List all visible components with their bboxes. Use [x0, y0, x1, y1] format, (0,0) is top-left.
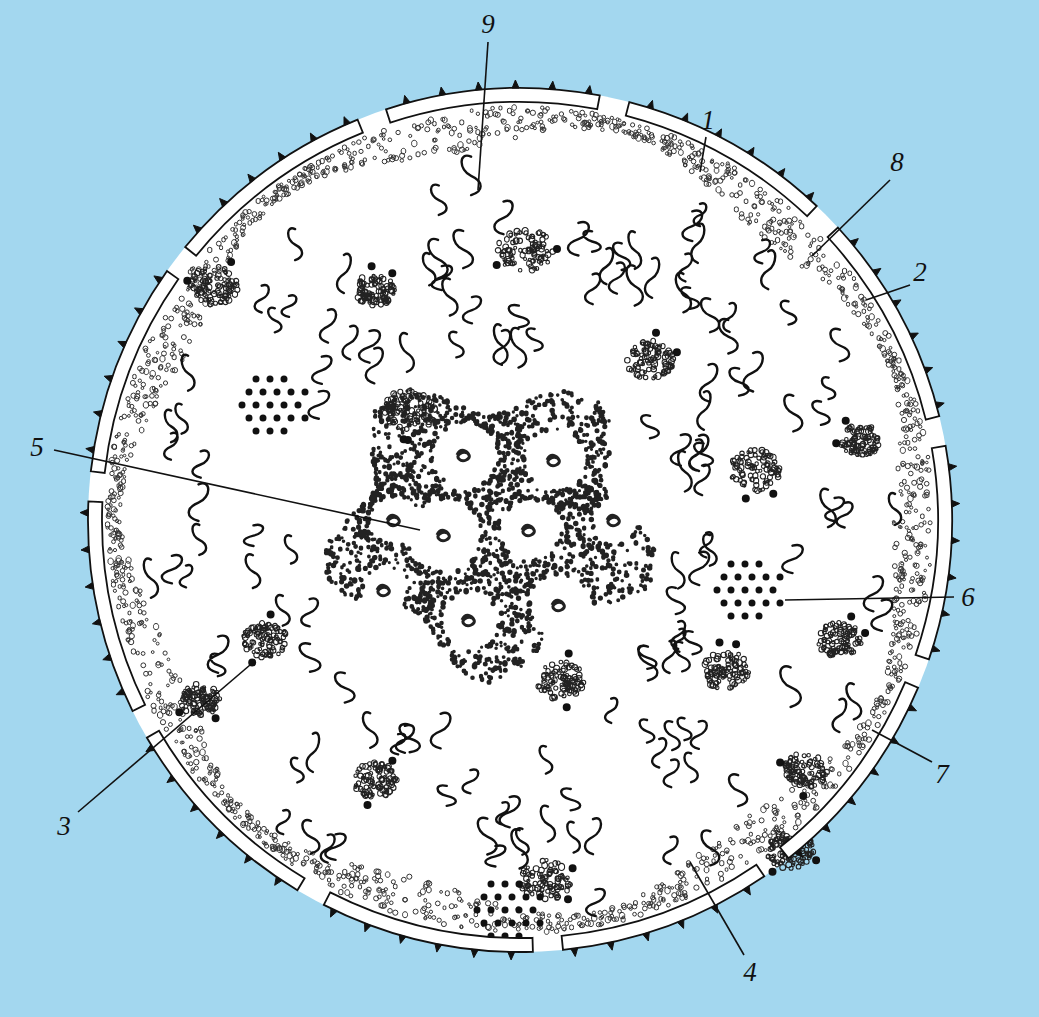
leader-line — [866, 285, 910, 300]
leader-line — [54, 450, 420, 530]
leader-line — [690, 862, 744, 955]
callout-number: 4 — [743, 959, 757, 986]
leader-lines — [54, 42, 954, 955]
callout-number: 5 — [30, 434, 44, 461]
cell-body — [88, 88, 952, 952]
peripheral-granules — [105, 105, 932, 935]
callout-number: 6 — [961, 584, 975, 611]
cell-wall — [75, 75, 965, 965]
callout-number: 1 — [701, 107, 715, 134]
leader-line — [478, 42, 488, 190]
callout-number: 3 — [57, 813, 71, 840]
wall-segment — [88, 88, 952, 952]
leader-line — [812, 180, 890, 256]
leader-line — [78, 665, 250, 812]
leader-line — [700, 137, 706, 172]
nucleoid — [324, 389, 656, 685]
callout-number: 7 — [935, 761, 949, 788]
cytoplasm-thread — [144, 156, 901, 916]
callout-number: 2 — [913, 259, 927, 286]
dark-granules — [175, 245, 869, 939]
surface-spike — [80, 80, 960, 960]
cell-contents — [105, 105, 932, 940]
leader-line — [785, 597, 954, 600]
callout-number: 8 — [890, 149, 904, 176]
nucleoid-strand — [377, 450, 619, 625]
callout-number: 9 — [481, 11, 495, 38]
leader-line — [872, 730, 932, 762]
